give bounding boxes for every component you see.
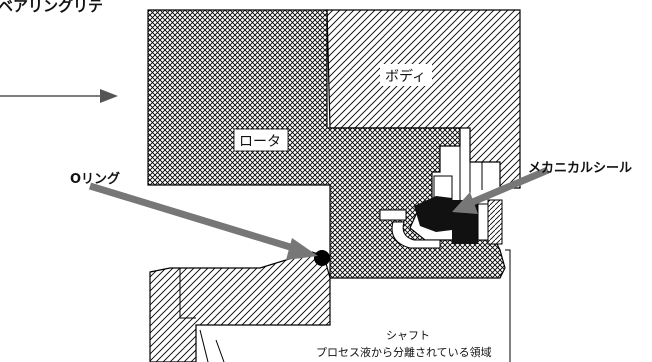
arrow-right-icon bbox=[0, 89, 118, 103]
body-seal-face bbox=[459, 146, 483, 200]
rotor-label-box bbox=[233, 128, 289, 152]
mechanical-seal-label: メカニカルシール bbox=[528, 161, 632, 176]
rotor-label: ロータ bbox=[239, 134, 281, 150]
o-ring-pointer-arrow bbox=[88, 182, 318, 260]
shaft-note: プロセス液から分離されている領域 bbox=[316, 345, 492, 359]
lower-hub bbox=[149, 251, 331, 362]
shaft-title: シャフト bbox=[386, 329, 430, 342]
mechanical-seal-pointer-arrow bbox=[452, 166, 550, 214]
o-ring-label: Oリング bbox=[70, 171, 120, 187]
bearing-retainer-label: ベアリングリテ bbox=[0, 0, 103, 15]
o-ring bbox=[314, 250, 330, 266]
lower-hub-step bbox=[170, 267, 225, 362]
body-label: ボディ bbox=[385, 68, 426, 85]
casing-outline bbox=[505, 249, 511, 362]
body-label-box bbox=[380, 64, 432, 86]
